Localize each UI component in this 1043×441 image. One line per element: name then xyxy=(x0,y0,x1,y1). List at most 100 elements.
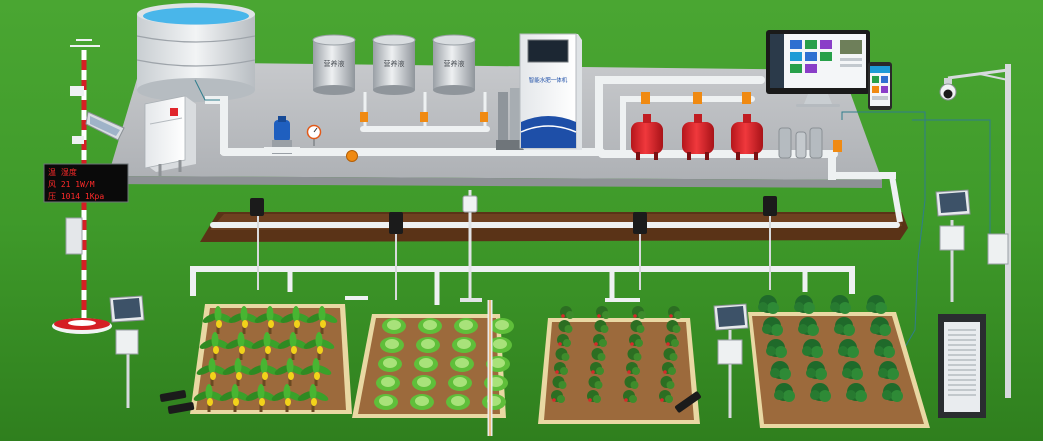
cabbage-plant xyxy=(454,318,478,334)
valve-icon xyxy=(346,92,842,162)
cabbage-plant xyxy=(450,356,474,372)
camera-pole xyxy=(939,64,1011,398)
tomato-plant xyxy=(587,390,601,403)
underground-trench xyxy=(200,175,908,242)
pump-icon xyxy=(264,116,300,154)
melon-plant xyxy=(842,361,863,380)
tomato-plant xyxy=(662,362,676,375)
field-plot-banana xyxy=(190,304,352,414)
melon-plant xyxy=(758,295,779,314)
weather-led-display: 温 湿度 风 21 1W/M 压 1014 1Kpa xyxy=(43,163,129,203)
melon-plant xyxy=(762,317,783,336)
melon-plant xyxy=(806,361,827,380)
melon-plant xyxy=(830,295,851,314)
nutrient-tank-2: 营养液 xyxy=(372,34,416,95)
wireless-valve-controllers xyxy=(250,190,777,302)
banana-plant xyxy=(303,332,335,360)
cabbage-plant xyxy=(452,337,476,353)
solar-sensor-3 xyxy=(935,189,971,302)
field-plot-melon xyxy=(748,295,930,428)
sand-filter-2 xyxy=(682,114,714,160)
tomato-plant xyxy=(663,348,678,361)
banana-plant xyxy=(245,384,277,412)
tomato-plant xyxy=(626,362,640,375)
cabbage-plant xyxy=(416,337,440,353)
cabbage-plant xyxy=(378,356,402,372)
melon-plant xyxy=(846,383,867,402)
water-reservoir xyxy=(136,3,256,102)
field-plot-cabbage xyxy=(352,314,514,418)
monitor-icon xyxy=(766,30,870,107)
control-cabinet xyxy=(144,95,196,176)
pressure-gauge-icon xyxy=(306,124,322,146)
tank-1-label: 营养液 xyxy=(324,59,345,68)
banana-plant xyxy=(300,358,332,386)
tomato-plant xyxy=(627,348,642,361)
melon-plant xyxy=(870,317,891,336)
banana-plant xyxy=(306,306,338,334)
banana-plant xyxy=(297,384,329,412)
cabbage-plant xyxy=(410,394,434,410)
booster-pumps xyxy=(496,88,524,150)
field-main-pipe xyxy=(190,266,855,305)
tomato-plant xyxy=(594,320,609,333)
tomato-plant xyxy=(551,390,565,403)
cabbage-plant xyxy=(374,394,398,410)
tomato-plant xyxy=(666,320,681,333)
tomato-plant xyxy=(629,334,643,347)
melon-plant xyxy=(766,339,787,358)
weather-row-1: 温 湿度 xyxy=(48,167,77,177)
nutrient-tank-1: 营养液 xyxy=(312,34,356,95)
tomato-plant xyxy=(624,376,639,389)
tomato-plant xyxy=(630,320,645,333)
cabbage-plant xyxy=(446,394,470,410)
tomato-plant xyxy=(665,334,679,347)
cabbage-plant xyxy=(448,375,472,391)
weather-row-3: 压 1014 1Kpa xyxy=(48,192,104,201)
melon-plant xyxy=(878,361,899,380)
tomato-plant xyxy=(588,376,603,389)
melon-plant xyxy=(834,317,855,336)
banana-plant xyxy=(222,358,254,386)
cabbage-plant xyxy=(414,356,438,372)
cabbage-plant xyxy=(376,375,400,391)
disc-filters xyxy=(778,127,823,159)
melon-plant xyxy=(798,317,819,336)
melon-plant xyxy=(810,383,831,402)
sand-filter-1 xyxy=(631,114,663,160)
banana-plant xyxy=(271,384,303,412)
sand-filter-group xyxy=(631,114,763,160)
melon-plant xyxy=(874,339,895,358)
tomato-plant xyxy=(554,362,568,375)
tomato-plant xyxy=(632,306,646,319)
solar-panel-icon xyxy=(109,189,971,418)
melon-plant xyxy=(882,383,903,402)
tank-3-label: 营养液 xyxy=(444,59,465,68)
melon-plant xyxy=(838,339,859,358)
cabbage-plant xyxy=(490,318,514,334)
nutrient-tank-group: 营养液 营养液 营养液 xyxy=(312,34,476,95)
solar-sensor-2 xyxy=(713,303,749,418)
cabbage-plant xyxy=(482,394,506,410)
tomato-plant xyxy=(558,320,573,333)
camera-icon xyxy=(939,78,957,101)
tomato-plant xyxy=(552,376,567,389)
tomato-plant xyxy=(668,306,682,319)
fertigation-machine: 智能水肥一体机 xyxy=(519,33,582,150)
sand-filter-3 xyxy=(731,114,763,160)
tomato-plant xyxy=(560,306,574,319)
cabbage-plant xyxy=(412,375,436,391)
phone-icon xyxy=(868,62,892,110)
tomato-plant xyxy=(660,376,675,389)
tomato-plant xyxy=(596,306,610,319)
tomato-plant xyxy=(591,348,606,361)
machine-label: 智能水肥一体机 xyxy=(529,76,568,84)
cabbage-plant xyxy=(488,337,512,353)
signal-cables xyxy=(194,79,991,353)
cabbage-plant xyxy=(382,318,406,334)
tomato-plant xyxy=(555,348,570,361)
outdoor-control-cabinet xyxy=(938,314,986,418)
melon-plant xyxy=(794,295,815,314)
